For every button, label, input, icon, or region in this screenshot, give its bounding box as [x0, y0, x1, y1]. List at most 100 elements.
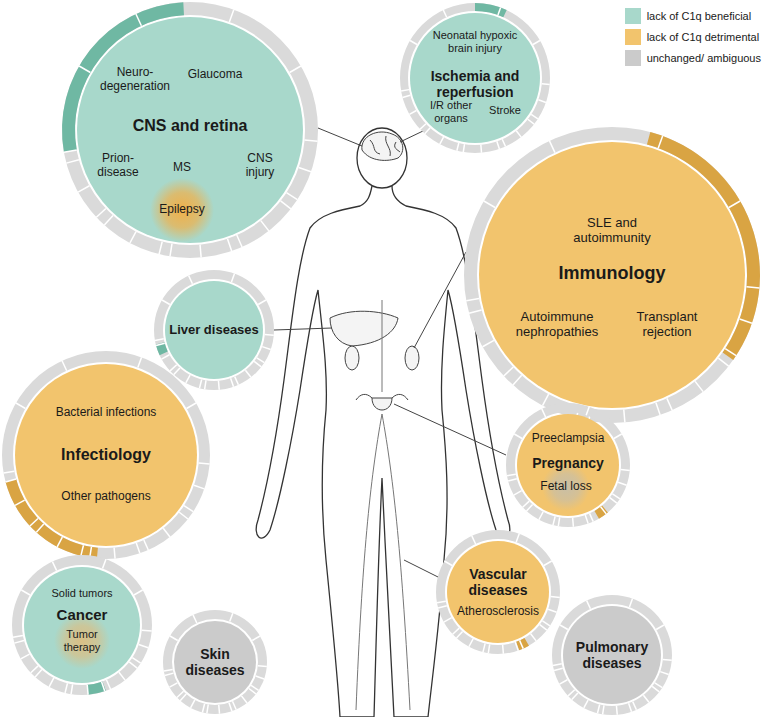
category-heading: Pulmonary diseases — [567, 639, 657, 671]
ring-tick — [508, 479, 517, 481]
ring-tick — [538, 100, 546, 103]
ring-tick — [162, 355, 170, 359]
ring-tick — [138, 357, 142, 367]
leader-line — [414, 252, 466, 348]
legend: lack of C1q beneficiallack of C1q detrim… — [625, 8, 761, 66]
ring-tick — [514, 491, 522, 495]
ring-tick — [601, 507, 607, 514]
ring-tick — [554, 668, 563, 670]
leader-line — [318, 128, 362, 146]
ring-tick — [281, 201, 291, 209]
legend-item: unchanged/ ambiguous — [625, 50, 761, 66]
category-circle: InfectiologyBacterial infectionsOther pa… — [2, 351, 210, 559]
ring-tick — [542, 621, 550, 626]
ring-tick — [170, 683, 178, 687]
category-heading: Skin diseases — [180, 646, 250, 678]
category-circle: CNS and retinaNeuro- degenerationGlaucom… — [62, 2, 318, 258]
outer-ring — [62, 2, 318, 258]
ring-tick — [420, 124, 426, 129]
ring-tick — [523, 501, 530, 507]
ring-tick — [21, 590, 30, 595]
liver — [330, 311, 398, 346]
blood-vessels — [356, 300, 410, 710]
ring-tick — [193, 615, 197, 623]
ring-tick — [438, 606, 447, 608]
ring-tick — [4, 471, 15, 473]
ring-tick — [13, 635, 23, 637]
ring-highlight — [156, 342, 168, 355]
ring-tick — [86, 685, 88, 695]
ring-tick — [65, 683, 67, 693]
ring-tick — [610, 498, 617, 504]
ring-tick — [258, 300, 266, 305]
ring-tick — [539, 512, 543, 520]
ring-tick — [229, 10, 233, 22]
outer-ring — [400, 3, 550, 153]
category-circle: ImmunologySLE and autoimmunityAutoimmune… — [464, 127, 760, 423]
category-heading: Cancer — [57, 606, 108, 623]
ring-tick — [305, 140, 318, 141]
ring-tick — [103, 559, 106, 568]
ring-highlight — [87, 681, 106, 694]
ring-tick — [299, 167, 311, 171]
ring-tick — [516, 131, 521, 137]
ring-tick — [241, 696, 247, 703]
ring-tick — [31, 666, 38, 673]
outer-ring — [506, 403, 630, 527]
ring-tick — [560, 680, 568, 684]
ring-tick — [104, 215, 113, 225]
outer-ring — [2, 351, 210, 559]
circle-fill — [479, 142, 745, 408]
ring-tick — [227, 239, 231, 251]
ring-tick — [551, 596, 560, 598]
ring-tick — [194, 485, 204, 489]
ring-tick — [483, 643, 485, 652]
ring-tick — [658, 136, 662, 148]
outer-ring — [464, 127, 760, 423]
ring-tick — [514, 434, 522, 439]
ring-tick — [170, 365, 177, 371]
ring-tick — [52, 562, 56, 571]
ring-tick — [129, 662, 137, 668]
ring-tick — [290, 66, 301, 73]
ring-tick — [257, 358, 265, 363]
ring-tick — [497, 141, 500, 149]
ring-tick — [165, 673, 174, 675]
ring-tick — [187, 403, 197, 409]
ring-tick — [587, 601, 591, 609]
ring-tick — [102, 682, 105, 691]
outer-ring — [163, 610, 267, 714]
ring-tick — [403, 95, 411, 97]
ring-tick — [718, 358, 728, 366]
ring-tick — [437, 601, 446, 603]
circle-shape — [12, 555, 152, 695]
ring-tick — [130, 232, 136, 243]
ring-tick — [585, 515, 588, 524]
ring-tick — [483, 340, 494, 346]
outer-ring — [12, 555, 152, 695]
ring-tick — [624, 409, 625, 422]
ring-tick — [656, 625, 664, 630]
ring-tick — [191, 700, 195, 708]
condition-label: Tumor therapy — [52, 628, 112, 653]
ring-tick — [16, 403, 26, 409]
ring-tick — [218, 705, 220, 714]
ring-tick — [725, 349, 736, 356]
ring-tick — [469, 310, 482, 313]
outer-ring — [436, 530, 560, 654]
ring-tick — [189, 276, 193, 284]
ring-tick — [245, 370, 251, 377]
ring-tick — [62, 361, 67, 371]
leader-line — [394, 404, 506, 455]
ring-tick — [409, 110, 416, 114]
ring-tick — [155, 339, 164, 341]
ring-tick — [163, 528, 170, 537]
ring-tick — [572, 693, 578, 700]
ring-tick — [502, 139, 505, 146]
circle-fill — [174, 621, 256, 703]
ring-tick — [199, 462, 210, 464]
ring-tick — [502, 645, 504, 654]
ring-tick — [30, 518, 38, 526]
condition-label: Neonatal hypoxic brain injury — [425, 29, 525, 54]
ring-tick — [231, 274, 234, 282]
